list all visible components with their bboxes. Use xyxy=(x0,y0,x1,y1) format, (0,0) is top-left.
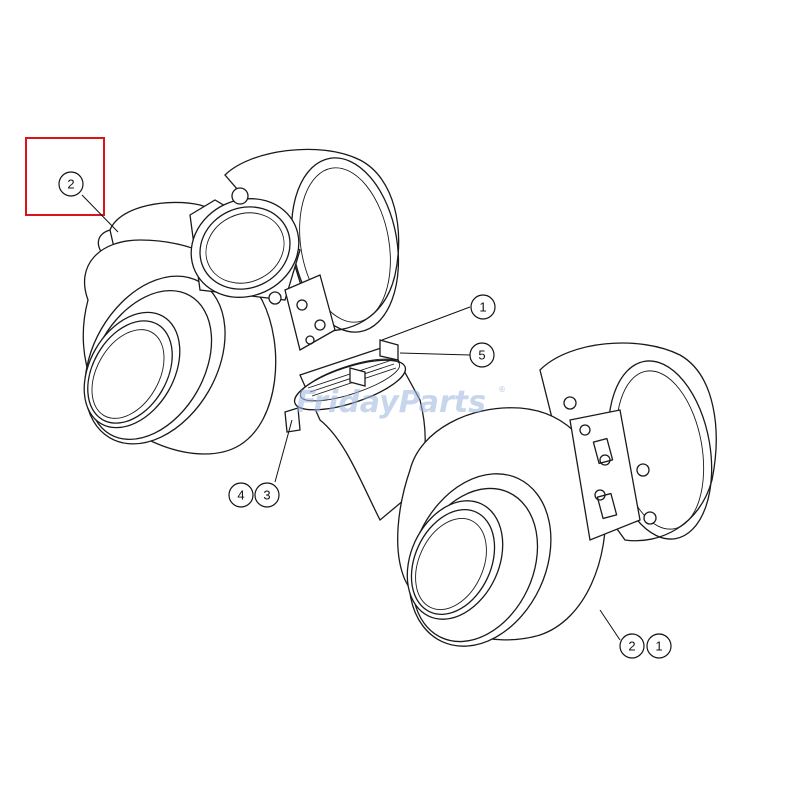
callout-2-lower: 2 xyxy=(619,633,645,659)
svg-text:5: 5 xyxy=(478,348,485,363)
callout-3: 3 xyxy=(254,482,280,508)
upper-turbocharger xyxy=(82,148,400,455)
watermark: FridayParts ® xyxy=(296,385,506,420)
leader-lines xyxy=(81,194,621,641)
callout-1-lower: 1 xyxy=(646,633,672,659)
svg-text:3: 3 xyxy=(263,488,270,503)
watermark-text: FridayParts xyxy=(296,385,486,420)
callout-2-top-left: 2 xyxy=(58,171,84,197)
callout-4: 4 xyxy=(228,482,254,508)
lower-mounting-bracket xyxy=(563,396,657,541)
callout-1-upper: 1 xyxy=(470,294,496,320)
lower-turbocharger xyxy=(397,342,717,647)
upper-outlet-pipe xyxy=(189,187,301,305)
svg-text:2: 2 xyxy=(628,639,635,654)
lower-rear-housing xyxy=(539,342,717,542)
svg-text:1: 1 xyxy=(655,639,662,654)
highlight-box xyxy=(25,137,105,216)
crossover-pipe xyxy=(284,339,426,522)
svg-text:2: 2 xyxy=(67,177,74,192)
svg-text:4: 4 xyxy=(237,488,244,503)
svg-text:1: 1 xyxy=(479,300,486,315)
upper-mounting-bracket xyxy=(284,274,336,351)
lower-inlet-port xyxy=(406,473,552,647)
callout-5: 5 xyxy=(469,342,495,368)
watermark-registered-mark: ® xyxy=(498,385,506,394)
